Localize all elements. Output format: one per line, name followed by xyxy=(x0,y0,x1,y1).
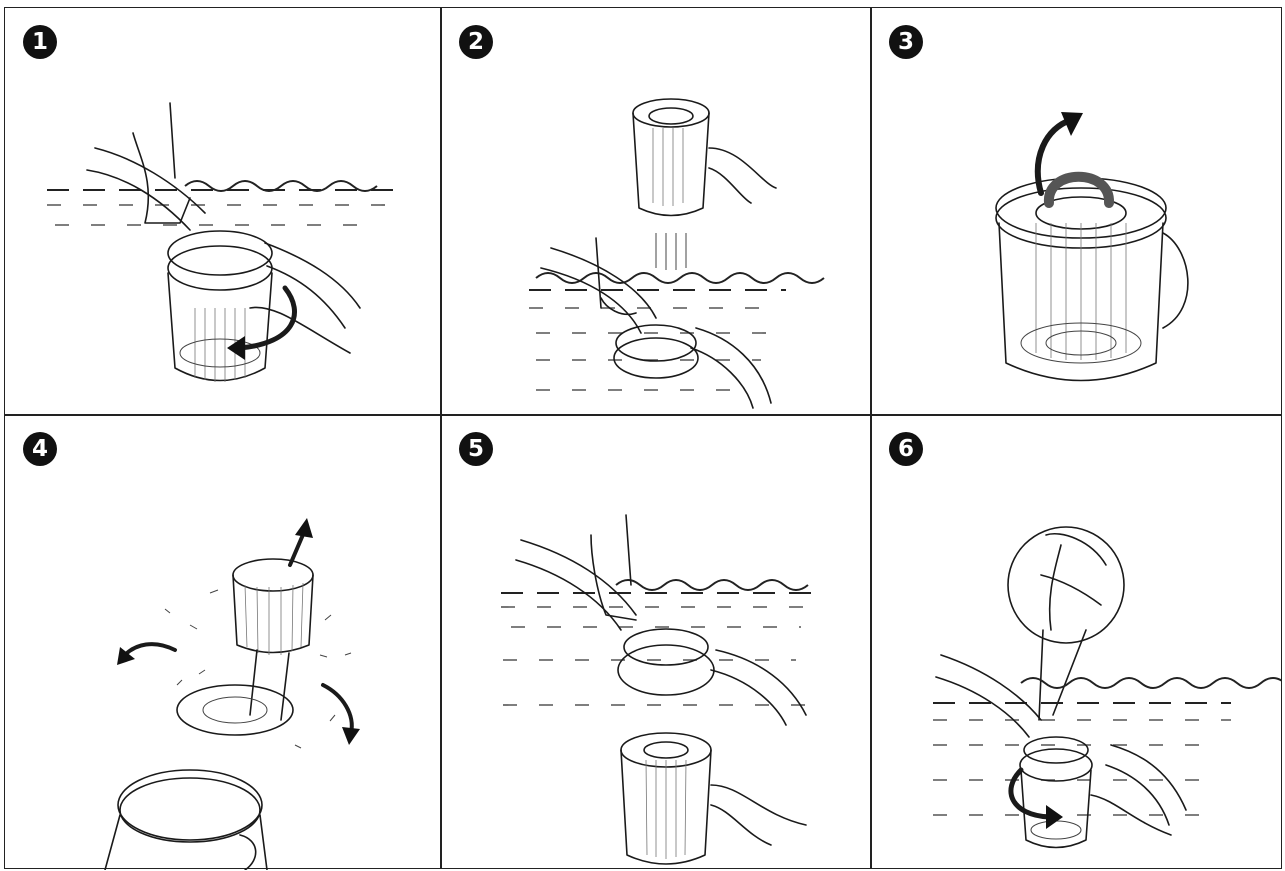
step-3-illustration xyxy=(871,8,1281,414)
step-6-panel: 6 xyxy=(871,415,1281,870)
step-5-illustration xyxy=(441,415,870,870)
step-1-panel: 1 xyxy=(5,8,440,414)
step-4-panel: 4 xyxy=(5,415,440,870)
step-5-panel: 5 xyxy=(441,415,870,870)
step-2-illustration xyxy=(441,8,870,414)
step-1-illustration xyxy=(5,8,440,414)
step-3-panel: 3 xyxy=(871,8,1281,414)
step-4-illustration xyxy=(5,415,440,870)
step-6-illustration xyxy=(871,415,1281,870)
step-2-panel: 2 xyxy=(441,8,870,414)
instruction-grid: 1 2 xyxy=(4,7,1282,869)
